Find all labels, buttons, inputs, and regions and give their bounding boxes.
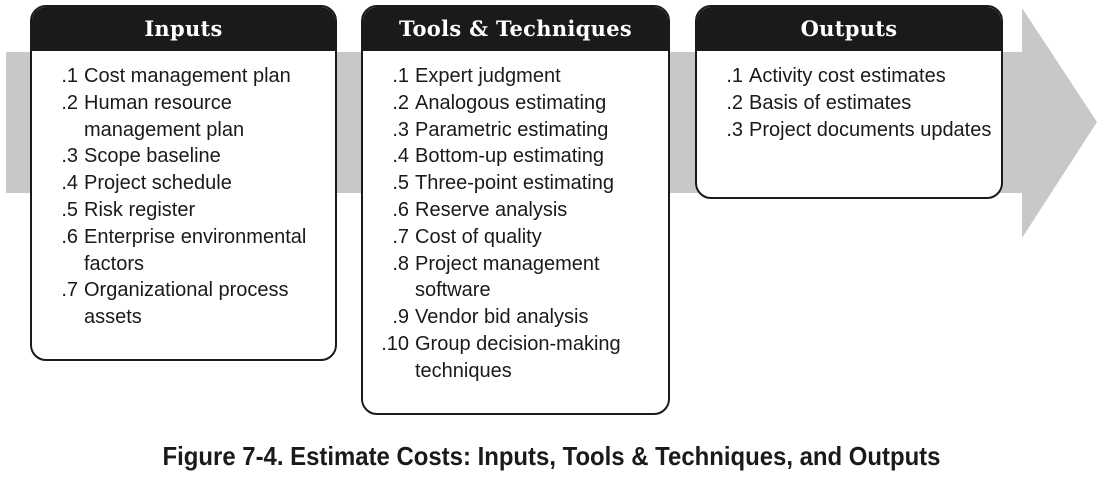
tools-techniques-header: Tools & Techniques bbox=[363, 7, 668, 51]
inputs-header: Inputs bbox=[32, 7, 335, 51]
outputs-header: Outputs bbox=[697, 7, 1001, 51]
figure-caption: Figure 7-4. Estimate Costs: Inputs, Tool… bbox=[162, 441, 941, 471]
